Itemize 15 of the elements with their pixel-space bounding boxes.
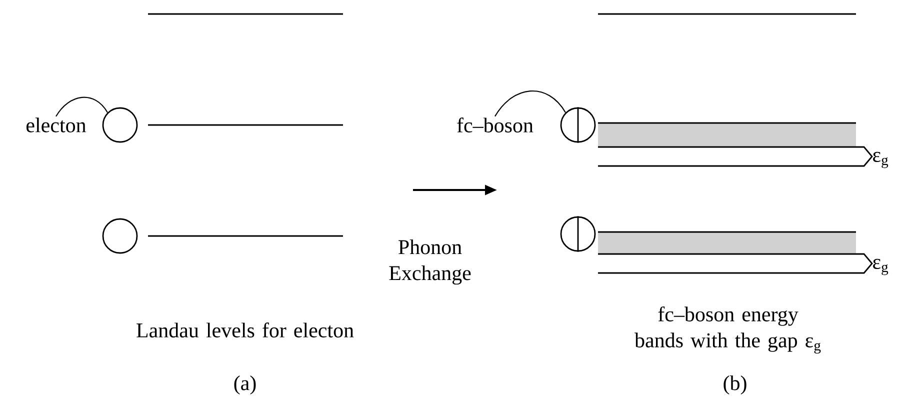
- electron-circle: [102, 218, 138, 254]
- panel-label: (b): [724, 375, 746, 395]
- caption: Phonon Exchange: [389, 239, 471, 285]
- gap-label: ε$_{g}$: [873, 258, 888, 276]
- boson-circle: [560, 107, 596, 143]
- caption: Landau levels for electon: [136, 322, 354, 338]
- boson-circle: [560, 216, 596, 252]
- panel-label: (a): [234, 375, 256, 395]
- particle-label: electon: [26, 118, 86, 132]
- caption: fc–boson energy bands with the gap ε$_{g}$: [634, 306, 821, 354]
- particle-label: fc–boson: [457, 118, 534, 132]
- leader-line: [494, 90, 566, 117]
- electron-circle: [102, 107, 138, 143]
- gap-label: ε$_{g}$: [873, 152, 888, 168]
- leader-line: [56, 96, 108, 117]
